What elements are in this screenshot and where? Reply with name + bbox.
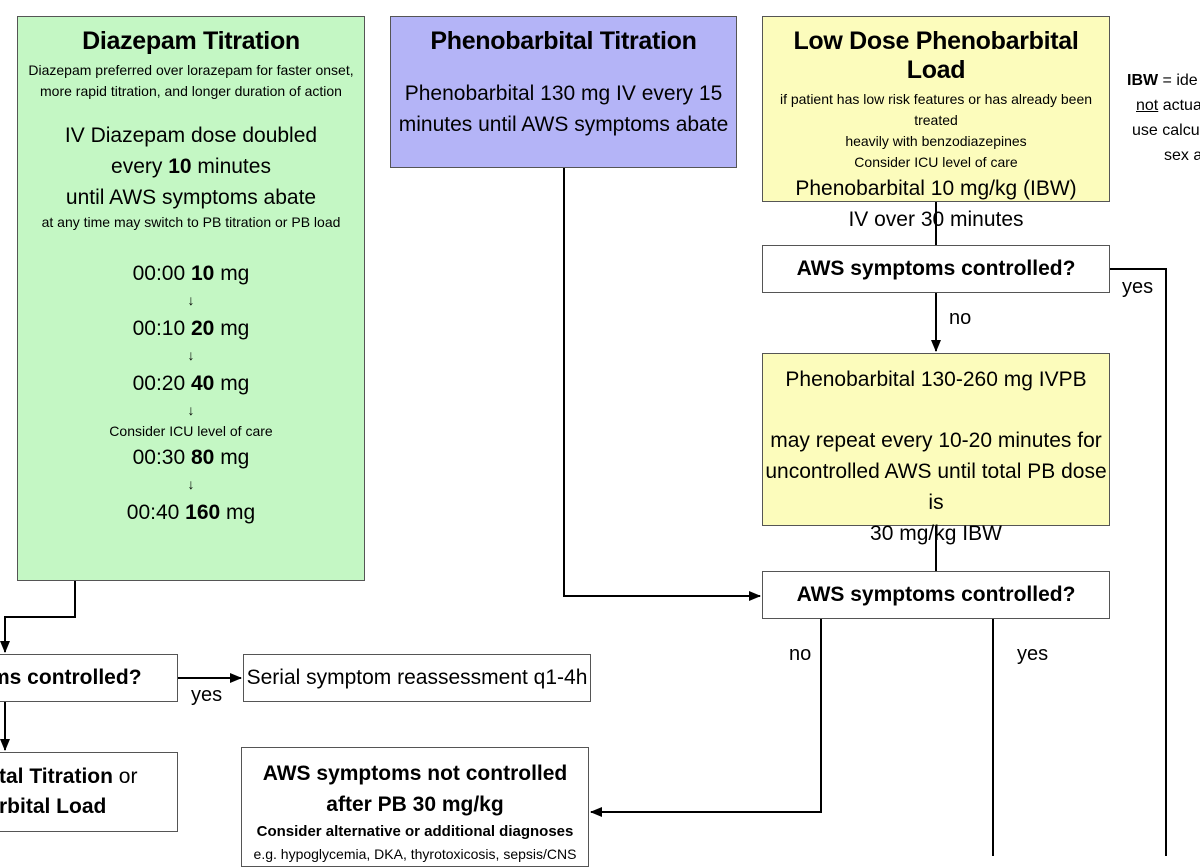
not-controlled-line-1: AWS symptoms not controlled xyxy=(262,762,568,785)
diazepam-dose-line-1: IV Diazepam dose doubled xyxy=(64,124,318,147)
alternative-pb-box: tal Titration or rbital Load xyxy=(0,752,178,832)
alternative-pb-line-2: rbital Load xyxy=(0,795,107,818)
schedule-step-2: 00:20 40 mg xyxy=(132,372,250,395)
low-dose-load-title: Low Dose Phenobarbital Load xyxy=(793,27,1079,84)
schedule-step-3: 00:30 80 mg xyxy=(132,446,250,469)
repeat-line-1: Phenobarbital 130-260 mg IVPB xyxy=(785,368,1087,391)
not-controlled-line-4: e.g. hypoglycemia, DKA, thyrotoxicosis, … xyxy=(253,846,577,862)
diazepam-dose-line-3: until AWS symptoms abate xyxy=(65,186,317,209)
down-arrow-icon: ↓ xyxy=(187,402,195,418)
ibw-note: IBW = ide not actua use calcul sex ar xyxy=(1127,68,1200,168)
no-label-2: no xyxy=(789,643,812,665)
schedule-step-0: 00:00 10 mg xyxy=(132,262,250,285)
titration-to-controlled-arrow xyxy=(563,168,761,601)
diazepam-to-controlled-arrow xyxy=(0,580,76,653)
controlled-question-1: AWS symptoms controlled? xyxy=(762,245,1110,293)
phenobarbital-repeat-box: Phenobarbital 130-260 mg IVPB may repeat… xyxy=(762,353,1110,545)
diazepam-icu-note: Consider ICU level of care xyxy=(109,423,273,439)
down-arrow-icon: ↓ xyxy=(187,292,195,308)
no-to-not-controlled-arrow xyxy=(590,619,822,817)
down-arrow-icon: ↓ xyxy=(187,347,195,363)
ibw-note-line-1: IBW = ide xyxy=(1127,72,1198,89)
diazepam-switch-note: at any time may switch to PB titration o… xyxy=(41,214,341,230)
controlled-question-2: AWS symptoms controlled? xyxy=(762,571,1110,619)
not-controlled-box: AWS symptoms not controlled after PB 30 … xyxy=(241,747,589,867)
repeat-line-3: uncontrolled AWS until total PB dose is xyxy=(765,460,1107,514)
low-dose-dose-1: Phenobarbital 10 mg/kg (IBW) xyxy=(795,177,1077,200)
controlled-question-left: ms controlled? xyxy=(0,654,178,702)
diazepam-schedule: 00:00 10 mg ↓ 00:10 20 mg ↓ 00:20 40 mg … xyxy=(18,260,364,527)
diazepam-note-1: Diazepam preferred over lorazepam for fa… xyxy=(28,62,354,78)
schedule-step-1: 00:10 20 mg xyxy=(132,317,250,340)
yes-label-left: yes xyxy=(191,684,223,706)
low-dose-note-2: heavily with benzodiazepines xyxy=(845,133,1027,149)
ibw-note-line-4: sex ar xyxy=(1164,147,1200,164)
low-dose-dose-2: IV over 30 minutes xyxy=(848,208,1024,231)
repeat-line-2: may repeat every 10-20 minutes for xyxy=(770,429,1102,452)
yes-label-1: yes xyxy=(1122,276,1154,298)
phenobarbital-titration-line-1: Phenobarbital 130 mg IV every 15 xyxy=(404,82,723,105)
serial-reassessment-box: Serial symptom reassessment q1-4h xyxy=(243,654,591,702)
yes-right-line xyxy=(1109,268,1167,856)
down-arrow-icon: ↓ xyxy=(187,476,195,492)
phenobarbital-titration-title: Phenobarbital Titration xyxy=(430,27,697,55)
diazepam-title: Diazepam Titration xyxy=(82,27,300,55)
low-dose-icu-note: Consider ICU level of care xyxy=(854,154,1018,170)
ibw-note-line-3: use calcul xyxy=(1132,122,1200,139)
ibw-note-line-2: not actua xyxy=(1136,97,1200,114)
phenobarbital-titration-box: Phenobarbital Titration Phenobarbital 13… xyxy=(390,16,737,168)
alternative-pb-line-1: tal Titration or xyxy=(0,765,138,788)
no-label-1: no xyxy=(949,307,972,329)
low-dose-note-1: if patient has low risk features or has … xyxy=(779,91,1093,128)
diazepam-titration-box: Diazepam Titration Diazepam preferred ov… xyxy=(17,16,365,581)
phenobarbital-titration-line-2: minutes until AWS symptoms abate xyxy=(398,113,729,136)
diazepam-dose-line-2: every 10 minutes xyxy=(111,155,271,178)
yes-label-2: yes xyxy=(1017,643,1049,665)
repeat-line-4: 30 mg/kg IBW xyxy=(870,522,1002,545)
diazepam-note-2: more rapid titration, and longer duratio… xyxy=(40,83,342,99)
not-controlled-line-3: Consider alternative or additional diagn… xyxy=(256,823,574,840)
low-dose-load-box: Low Dose Phenobarbital Load if patient h… xyxy=(762,16,1110,231)
not-controlled-line-2: after PB 30 mg/kg xyxy=(326,793,504,816)
schedule-step-4: 00:40 160 mg xyxy=(126,501,256,524)
